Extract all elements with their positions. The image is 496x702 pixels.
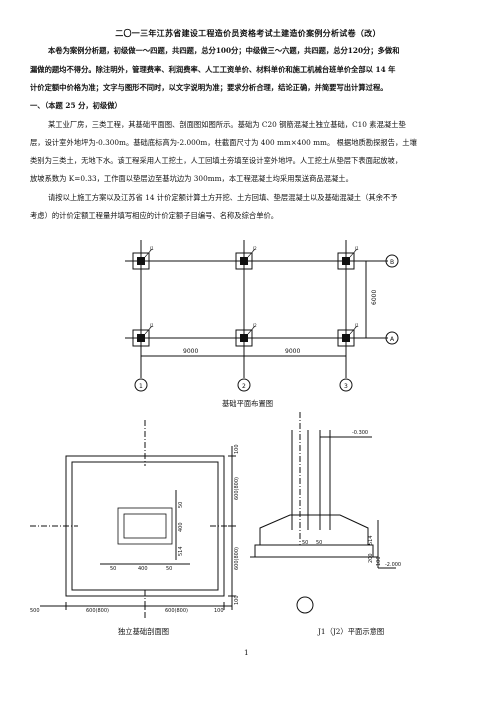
axis-bubble	[296, 596, 314, 614]
footing-tag: J2	[252, 323, 257, 328]
footing-J1	[132, 252, 150, 270]
dimension-label: 400	[138, 566, 148, 572]
dimension-label: 400	[178, 522, 184, 532]
dimension-label: 600(800)	[86, 608, 109, 614]
footing-tag: J1	[149, 323, 154, 328]
footing-J2	[235, 329, 253, 347]
intro-line-2: 漏做的题均不得分。除注明外，管理费率、利润费率、人工工资单价、材料单价和施工机械…	[30, 65, 396, 74]
dimension-label: 600(800)	[234, 477, 240, 500]
dimension-label: 50	[110, 566, 116, 572]
axis-bubble-B	[385, 254, 399, 268]
axis-bubble-3	[339, 378, 353, 392]
dimension-label: 6000	[371, 290, 378, 305]
dimension-label: 600(800)	[234, 547, 240, 570]
footing-section-drawing	[30, 420, 236, 620]
dimension-label: 9000	[285, 348, 300, 355]
elevation-label: -2.000	[385, 562, 401, 568]
dimension-label: 514	[178, 546, 184, 556]
body-line: 放坡系数为 K=0.33，工作面以垫层边至基坑边为 300mm，本工程混凝土均采…	[30, 174, 353, 183]
plan-caption: 基础平面布置图	[222, 399, 274, 408]
elevation-label: -0.300	[352, 430, 368, 436]
column	[342, 334, 350, 342]
footing-tag: J1	[354, 246, 359, 251]
section-caption: 独立基础剖面图	[118, 627, 170, 636]
dimension-label: 50	[302, 540, 308, 546]
dimension-label: 50	[316, 540, 322, 546]
page-number: 1	[244, 648, 249, 657]
footing-tag: J1	[354, 323, 359, 328]
dimension-label: 600(800)	[165, 608, 188, 614]
dimension-label: 50	[178, 502, 184, 508]
body-line: 考虑）的计价定额工程量并填写相应的计价定额子目编号、名称及综合单价。	[30, 211, 279, 220]
footing-J2	[235, 252, 253, 270]
dimension-label: 200	[368, 553, 374, 563]
intro-line-1: 本卷为案例分析题，初级做一～四题，共四题，总分100分；中级做三～六题，共四题，…	[48, 46, 400, 55]
dimension-label: 100	[234, 444, 240, 454]
dimension-label: 100	[376, 556, 382, 566]
footing-J1	[132, 329, 150, 347]
dimension-label: 500	[30, 608, 40, 614]
intro-line-3: 计价定额中价格为准；文字与图形不同时，以文字说明为准；要求分析合理，结论正确，并…	[30, 83, 388, 92]
footing-plan-sketch	[250, 412, 396, 614]
footing-tag: J1	[149, 246, 154, 251]
axis-bubble-A	[385, 331, 399, 345]
dimension-label: 100	[234, 595, 240, 605]
column	[240, 334, 248, 342]
dimension-label: 514	[368, 535, 374, 545]
footing-J1	[337, 329, 355, 347]
page-title: 二〇一三年江苏省建设工程造价员资格考试土建造价案例分析试卷（改）	[115, 28, 381, 38]
body-line: 某工业厂房，三类工程，其基础平面图、剖面图如图所示。基础为 C20 钢筋混凝土独…	[48, 120, 406, 129]
axis-label-A: A	[390, 336, 395, 343]
axis-label-2: 2	[242, 383, 246, 390]
axis-label-3: 3	[344, 383, 348, 390]
column	[240, 257, 248, 265]
sketch-caption: J1（J2）平面示意图	[318, 627, 385, 636]
axis-label-B: B	[390, 259, 394, 266]
footing-tag: J2	[252, 246, 257, 251]
dimension-label: 100	[214, 608, 224, 614]
axis-label-1: 1	[139, 383, 143, 390]
axis-bubble-2	[237, 378, 251, 392]
axis-bubble-1	[134, 378, 148, 392]
body-line: 层，设计室外地坪为-0.300m。基础底标高为-2.000m，柱截面尺寸为 40…	[30, 138, 417, 147]
section-heading: 一、（本题 25 分，初级做）	[30, 101, 122, 110]
column	[342, 257, 350, 265]
column	[137, 334, 145, 342]
dimension-label: 9000	[183, 348, 198, 355]
dimension-label: 50	[166, 566, 172, 572]
body-line: 类别为三类土，无地下水。该工程采用人工挖土，人工回填土夯填至设计室外地坪。人工挖…	[30, 156, 403, 165]
body-line: 请按以上施工方案以及江苏省 14 计价定额计算土方开挖、土方回填、垫层混凝土以及…	[48, 193, 398, 202]
column	[137, 257, 145, 265]
footing-J1	[337, 252, 355, 270]
